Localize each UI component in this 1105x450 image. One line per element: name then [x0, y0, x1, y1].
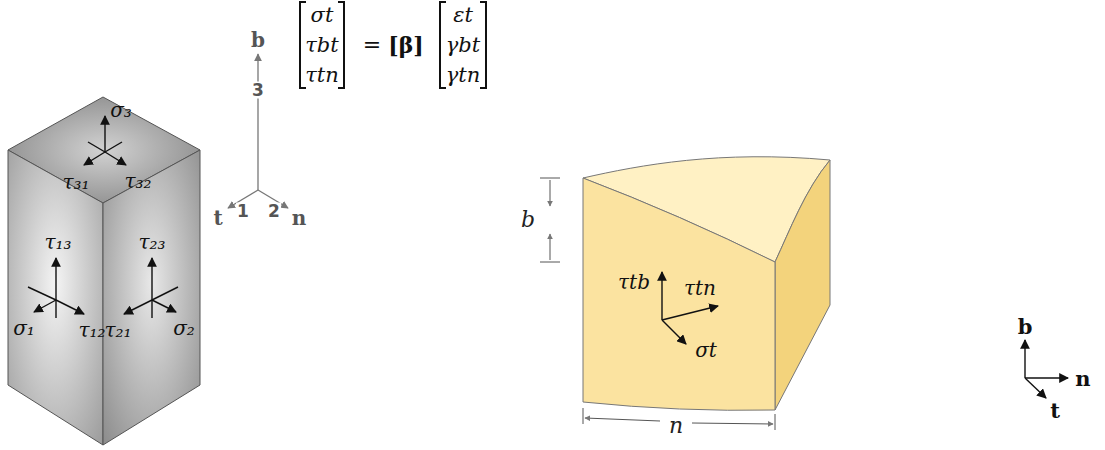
strain-component: γbt	[446, 35, 480, 56]
axis-number: 1	[236, 203, 250, 220]
axis-name: t	[213, 208, 222, 228]
stress-label: σ₂	[173, 318, 195, 338]
strain-component: γtn	[446, 65, 481, 86]
axis-number: 2	[267, 203, 281, 220]
stress-label: τ₁₂	[78, 320, 105, 340]
axis-number: 3	[251, 82, 265, 99]
stress-label: τtb	[618, 272, 650, 292]
stress-label: τ₂₁	[104, 320, 131, 340]
stress-cube	[8, 97, 200, 445]
stress-component: τbt	[305, 35, 339, 56]
dimension-label: b	[521, 209, 535, 231]
stress-label: τ₃₁	[62, 172, 89, 192]
axis-triad	[228, 54, 288, 208]
stress-component: σt	[311, 5, 334, 26]
stress-label: τtn	[684, 278, 716, 298]
matrix-brackets	[300, 2, 486, 88]
local-axes	[1025, 340, 1068, 398]
axis-name: b	[251, 30, 265, 50]
stiffness-matrix: [β]	[388, 34, 423, 56]
axis-name: n	[292, 208, 307, 228]
stress-component: τtn	[305, 65, 339, 86]
stress-label: τ₃₂	[124, 171, 151, 191]
stress-arrows	[28, 116, 178, 318]
equals-sign: =	[363, 34, 381, 56]
dimension-lines	[540, 178, 775, 430]
beam-block	[583, 157, 830, 411]
face-stress-arrows	[662, 272, 718, 344]
stress-label: σt	[695, 340, 717, 360]
stress-label: σ₃	[110, 100, 132, 120]
axis-name: b	[1018, 316, 1033, 337]
stress-label: τ₁₃	[44, 232, 71, 252]
axis-name: n	[1075, 368, 1090, 389]
dimension-label: n	[669, 415, 683, 437]
axis-name: t	[1050, 400, 1060, 421]
stress-label: τ₂₃	[138, 232, 165, 252]
strain-component: εt	[453, 5, 473, 26]
stress-label: σ₁	[13, 318, 35, 338]
